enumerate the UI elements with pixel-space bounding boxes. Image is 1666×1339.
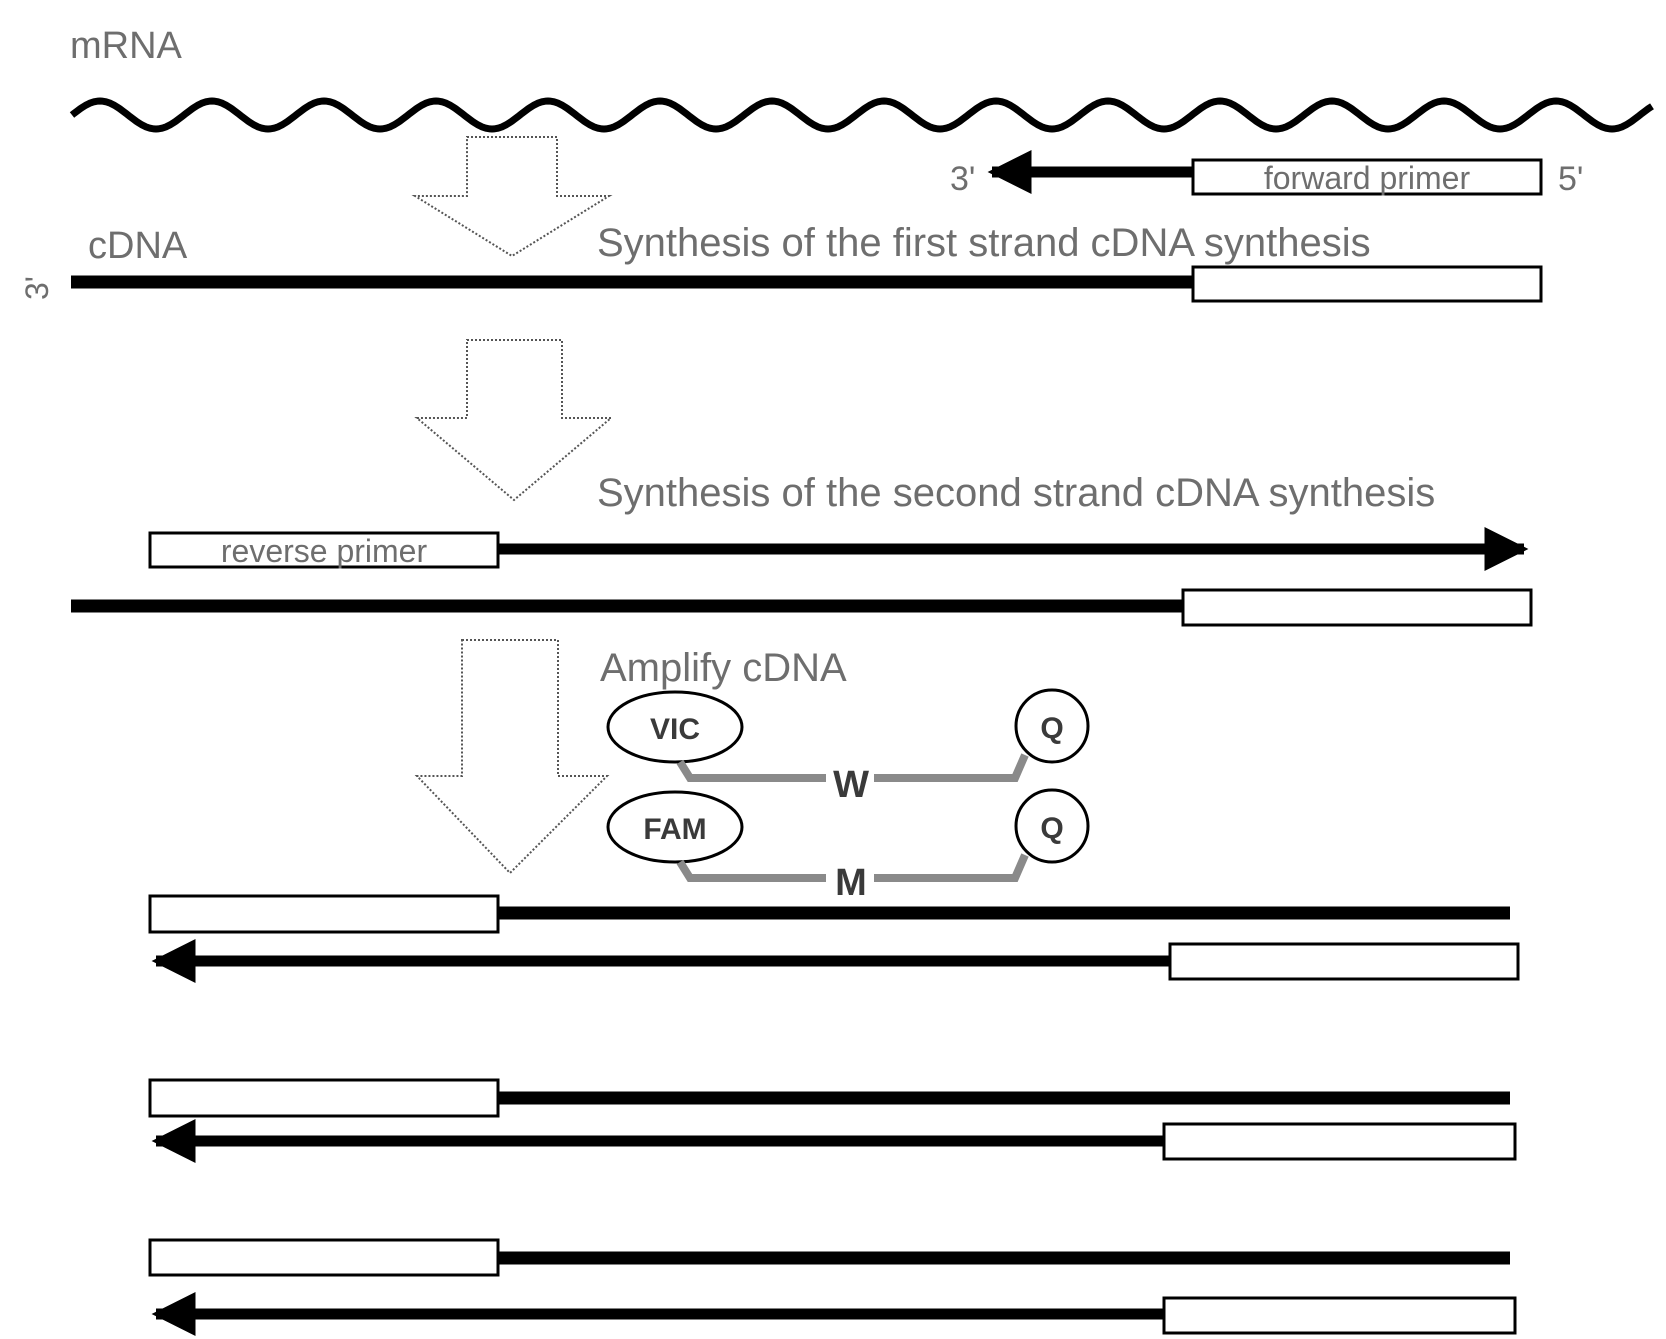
fam-dye-label: FAM: [643, 813, 706, 846]
probe-fam: FAM Q M: [608, 790, 1088, 904]
wild-type-allele-label: W: [833, 764, 869, 806]
fam-quencher-label: Q: [1040, 812, 1063, 845]
vic-dye-label: VIC: [650, 713, 700, 746]
step-arrow-3: [417, 640, 607, 873]
forward-5prime-label: 5': [1558, 160, 1583, 198]
step-arrow-1: [415, 137, 609, 256]
probe-vic: VIC Q W: [608, 690, 1088, 806]
amplicon-forward-primer-box: [1170, 944, 1518, 979]
second-strand-caption: Synthesis of the second strand cDNA synt…: [597, 471, 1435, 515]
amplicon-forward-primer-box: [1164, 1298, 1515, 1333]
amplicon-pair: [150, 896, 1518, 979]
cdna-label: cDNA: [88, 225, 188, 267]
amplicon-reverse-primer-box: [150, 896, 498, 932]
amplicon-reverse-primer-box: [150, 1240, 498, 1275]
amplicon-pair: [150, 1240, 1515, 1333]
amplify-caption: Amplify cDNA: [600, 646, 847, 690]
mutant-allele-label: M: [835, 862, 867, 904]
cdna-3prime-label: 3': [19, 276, 55, 300]
vic-quencher-label: Q: [1040, 712, 1063, 745]
amplicon-pair: [150, 1080, 1515, 1159]
cdna-primer-box: [1193, 267, 1541, 301]
template-primer-box: [1183, 590, 1531, 625]
mrna-strand: [72, 101, 1652, 129]
forward-primer-label: forward primer: [1264, 160, 1471, 196]
mrna-label: mRNA: [70, 25, 183, 67]
step-arrow-2: [417, 340, 611, 500]
reverse-primer-label: reverse primer: [221, 533, 428, 569]
first-strand-caption: Synthesis of the first strand cDNA synth…: [597, 221, 1371, 265]
amplicon-reverse-primer-box: [150, 1080, 498, 1116]
amplicon-forward-primer-box: [1164, 1124, 1515, 1159]
forward-3prime-label: 3': [950, 160, 975, 198]
